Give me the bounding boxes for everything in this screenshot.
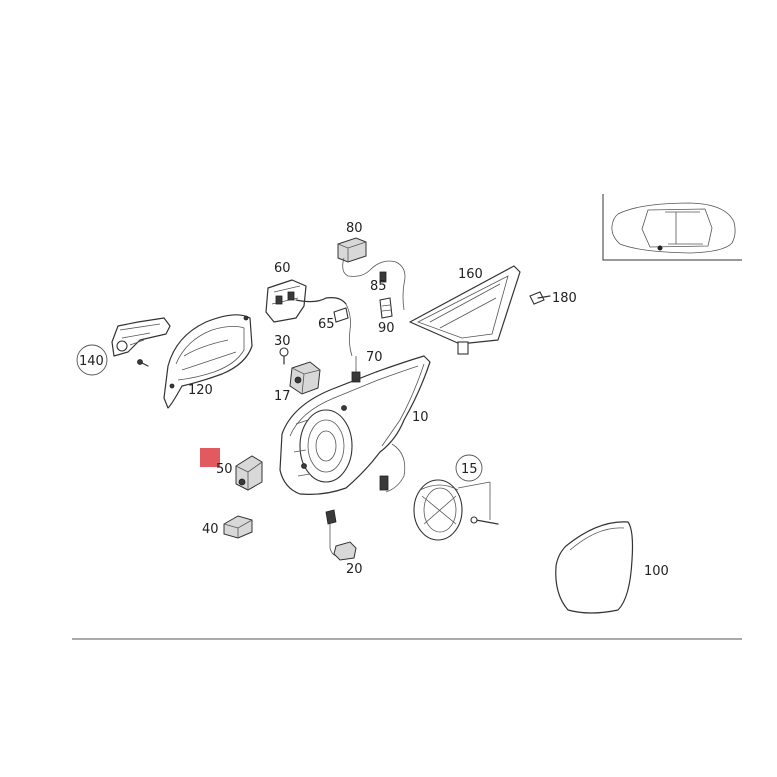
part-40-light-unit[interactable] <box>223 515 253 539</box>
part-65-plug[interactable] <box>333 303 353 357</box>
callout-140: 140 <box>76 344 108 376</box>
highlight-marker-50 <box>200 448 220 467</box>
label-70: 70 <box>366 350 383 365</box>
label-10: 10 <box>412 410 429 425</box>
part-100-mirror-glass[interactable] <box>555 521 634 614</box>
part-90-connector[interactable] <box>379 297 393 319</box>
label-20: 20 <box>346 562 363 577</box>
label-85: 85 <box>370 279 387 294</box>
car-top-view-icon <box>611 202 736 254</box>
callout-15: 15 <box>455 454 483 482</box>
part-180-bolt[interactable] <box>529 291 551 305</box>
part-20-lamp[interactable] <box>325 509 357 561</box>
label-100: 100 <box>644 564 669 579</box>
part-140-mirror-base[interactable] <box>111 317 171 367</box>
part-15-adjuster-motor[interactable] <box>413 479 499 541</box>
label-90: 90 <box>378 321 395 336</box>
part-80-module[interactable] <box>337 237 406 311</box>
vehicle-locator-inset <box>602 194 742 261</box>
part-50-actuator[interactable] <box>200 448 263 491</box>
label-50: 50 <box>216 462 233 477</box>
part-10-mirror-housing[interactable] <box>279 355 431 495</box>
label-17: 17 <box>274 389 291 404</box>
label-15: 15 <box>461 462 478 477</box>
label-30: 30 <box>274 334 291 349</box>
part-60-bracket[interactable] <box>265 279 347 323</box>
label-140: 140 <box>79 354 104 369</box>
label-65: 65 <box>318 317 335 332</box>
part-17-motor[interactable] <box>289 361 321 395</box>
label-40: 40 <box>202 522 219 537</box>
part-160-triangle-trim[interactable] <box>409 265 521 355</box>
part-85-clip[interactable] <box>379 271 387 283</box>
label-120: 120 <box>188 383 213 398</box>
label-80: 80 <box>346 221 363 236</box>
part-30-screw[interactable] <box>279 347 289 365</box>
label-180: 180 <box>552 291 577 306</box>
part-120-mirror-cap[interactable] <box>163 314 253 409</box>
part-70-cable[interactable] <box>351 356 361 383</box>
label-160: 160 <box>458 267 483 282</box>
label-60: 60 <box>274 261 291 276</box>
